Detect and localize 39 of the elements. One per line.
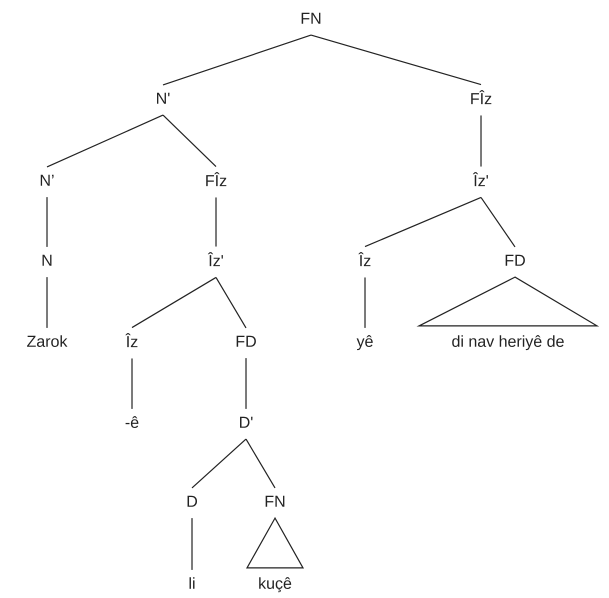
branch-line — [480, 115, 482, 167]
tree-label: kuçê — [259, 577, 292, 592]
tree-label: N' — [157, 92, 170, 104]
branch-line — [46, 277, 48, 328]
tree-label: FN — [266, 496, 284, 507]
tree-label: FD — [506, 254, 525, 266]
branch-line — [364, 196, 482, 248]
branch-line — [480, 197, 516, 248]
tree-label: Îz — [125, 333, 138, 348]
tree-label: -ê — [126, 416, 138, 428]
tree-label: yê — [356, 335, 373, 350]
tree-label: Îz' — [472, 172, 488, 186]
tree-label: D' — [240, 416, 252, 428]
tree-label: di nav heriyê de — [452, 335, 564, 350]
branch-line — [191, 518, 193, 570]
branch-line — [46, 197, 48, 247]
tree-label: FÎz — [471, 90, 492, 104]
branch-line — [215, 197, 217, 247]
tree-label: FD — [236, 336, 256, 347]
tree-label: Zarok — [27, 335, 68, 347]
branch-line — [132, 276, 216, 328]
branch-line — [192, 438, 246, 488]
branch-line — [246, 438, 276, 488]
tree-label: Îz — [358, 252, 370, 266]
tree-label: D — [188, 496, 198, 507]
branch-line — [310, 34, 482, 86]
branch-line — [364, 277, 366, 328]
tree-label: Îz' — [208, 252, 223, 266]
tree-label: N — [42, 254, 52, 266]
branch-line — [162, 114, 216, 167]
branch-line — [245, 358, 247, 409]
branch-line — [162, 34, 312, 86]
branch-line — [215, 277, 247, 328]
tree-label: li — [190, 577, 194, 589]
tree-label: FÎz — [206, 172, 226, 186]
branch-line — [46, 114, 164, 168]
tree-label: FN — [302, 12, 320, 24]
tree-label: N’ — [40, 174, 54, 186]
branch-line — [131, 358, 133, 409]
